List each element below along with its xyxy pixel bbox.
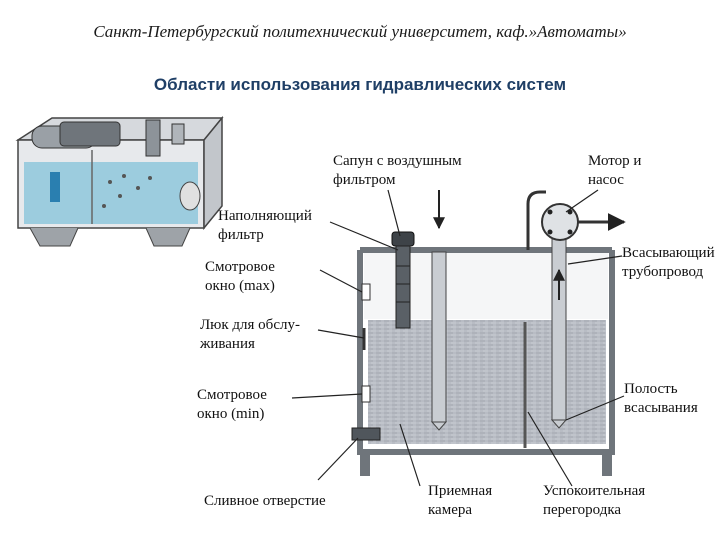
label-suction-cavity-line2: всасывания (624, 400, 698, 416)
label-motor-line2: насос (588, 172, 624, 188)
small-tank-picture (15, 115, 224, 247)
leader-lines (291, 189, 625, 487)
label-motor-line1: Мотор и (588, 153, 642, 169)
label-suction-cavity: Полость всасывания (624, 380, 698, 418)
label-suction-line-line1: Всасывающий (622, 245, 715, 261)
label-sight-min-line2: окно (min) (197, 406, 265, 422)
label-suction-line-line2: трубопровод (622, 264, 704, 280)
label-sight-min: Смотровое окно (min) (197, 386, 267, 424)
label-sight-min-line1: Смотровое (197, 387, 267, 403)
label-filler-line1: Наполняющий (218, 208, 312, 224)
main-tank (351, 190, 626, 476)
label-sight-max-line1: Смотровое (205, 259, 275, 275)
header-text: Санкт-Петербургский политехнический унив… (93, 22, 627, 41)
label-baffle-line1: Успокоительная (543, 483, 646, 499)
label-sight-max: Смотровое окно (max) (205, 258, 275, 296)
label-hatch-line2: живания (200, 336, 255, 352)
label-baffle: Успокоительная перегородка (543, 482, 645, 520)
label-filler-line2: фильтр (218, 227, 264, 243)
label-drain-line1: Сливное отверстие (204, 493, 326, 509)
label-motor: Мотор и насос (588, 152, 641, 190)
label-suction-line: Всасывающий трубопровод (622, 244, 720, 282)
label-breather: Сапун с воздушным фильтром (333, 152, 462, 190)
label-breather-line2: фильтром (333, 172, 396, 188)
label-service-hatch: Люк для обслу- живания (200, 316, 300, 354)
label-sight-max-line2: окно (max) (205, 278, 275, 294)
label-receiving-line1: Приемная (428, 483, 493, 499)
label-drain: Сливное отверстие (204, 492, 326, 511)
label-baffle-line2: перегородка (543, 502, 622, 518)
label-hatch-line1: Люк для обслу- (200, 317, 300, 333)
label-suction-cavity-line1: Полость (624, 381, 678, 397)
label-receiving-line2: камера (428, 502, 473, 518)
label-filler-filter: Наполняющий фильтр (218, 207, 312, 245)
label-receiving-chamber: Приемная камера (428, 482, 492, 520)
page-title: Области использования гидравлических сис… (153, 75, 567, 94)
label-breather-line1: Сапун с воздушным (333, 153, 462, 169)
